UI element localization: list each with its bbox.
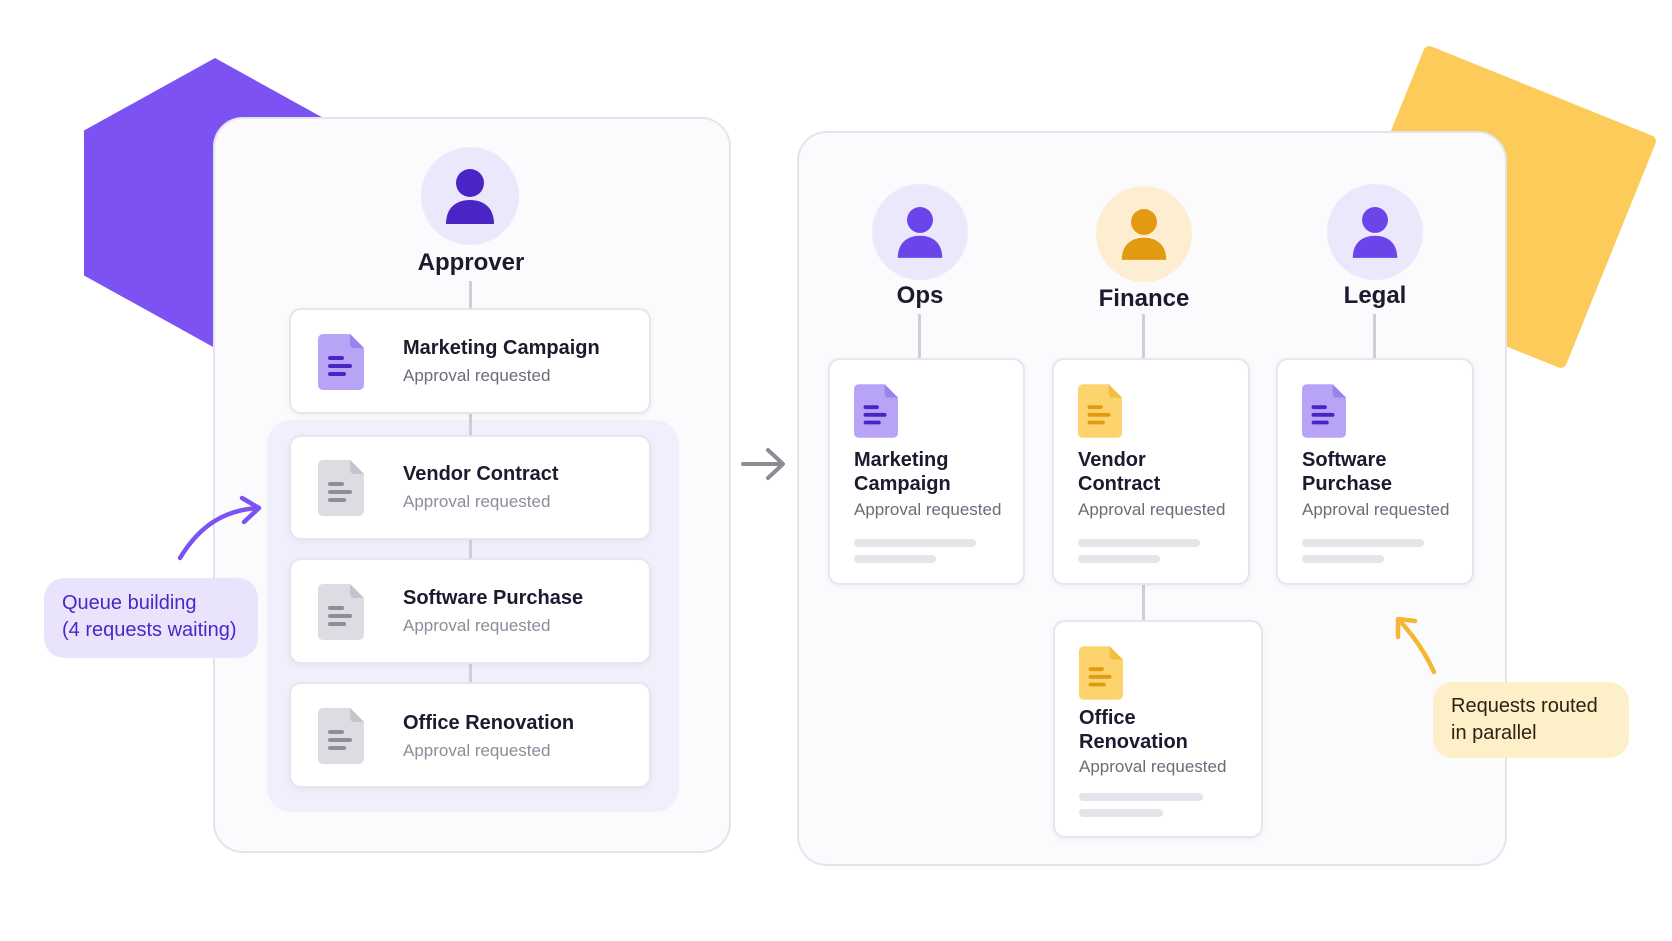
connector-line	[1142, 314, 1145, 359]
queue-card-marketing[interactable]: Marketing Campaign Approval requested	[289, 308, 651, 414]
ops-label: Ops	[896, 282, 944, 309]
approver-label: Approver	[417, 249, 525, 276]
skeleton-line	[854, 539, 976, 547]
document-icon	[854, 384, 898, 438]
document-icon	[1078, 384, 1122, 438]
card-title-line: Vendor	[1078, 449, 1146, 471]
card-title-line: Marketing	[854, 449, 949, 471]
document-icon	[1079, 646, 1123, 700]
person-icon	[1121, 209, 1167, 260]
document-icon	[318, 584, 364, 640]
legal-label: Legal	[1343, 282, 1407, 309]
card-title: Office Renovation	[1079, 706, 1188, 754]
card-status: Approval requested	[403, 741, 551, 760]
connector-line	[1373, 314, 1376, 359]
queue-card-vendor[interactable]: Vendor Contract Approval requested	[289, 435, 651, 540]
card-title: Software Purchase	[403, 587, 584, 609]
card-status: Approval requested	[1078, 500, 1226, 519]
document-icon	[318, 708, 364, 764]
curved-arrow-icon	[177, 495, 262, 561]
card-title: Marketing Campaign	[854, 448, 951, 496]
card-title-line: Office	[1079, 707, 1136, 729]
finance-label: Finance	[1098, 285, 1190, 312]
card-status: Approval requested	[854, 500, 1002, 519]
arrow-right-icon	[741, 448, 785, 480]
card-title: Vendor Contract	[1078, 448, 1160, 496]
routed-card-software[interactable]: Software Purchase Approval requested	[1276, 358, 1474, 585]
callout-line: Queue building	[62, 592, 197, 614]
ops-avatar	[872, 184, 968, 280]
skeleton-line	[1302, 555, 1384, 563]
skeleton-line	[854, 555, 936, 563]
queue-card-office[interactable]: Office Renovation Approval requested	[289, 682, 651, 788]
connector-line	[1142, 584, 1145, 621]
connector-line	[469, 281, 472, 309]
card-title: Software Purchase	[1302, 448, 1392, 496]
callout-line: Requests routed	[1451, 695, 1598, 717]
skeleton-line	[1078, 555, 1160, 563]
person-icon	[1352, 207, 1398, 258]
person-icon	[897, 207, 943, 258]
skeleton-line	[1302, 539, 1424, 547]
skeleton-line	[1078, 539, 1200, 547]
card-title-line: Renovation	[1079, 731, 1188, 753]
card-title-line: Campaign	[854, 473, 951, 495]
card-status: Approval requested	[403, 366, 551, 385]
card-status: Approval requested	[403, 616, 551, 635]
queue-card-software[interactable]: Software Purchase Approval requested	[289, 558, 651, 664]
skeleton-line	[1079, 809, 1163, 817]
person-icon	[446, 169, 494, 224]
document-icon	[318, 460, 364, 516]
connector-line	[469, 539, 472, 559]
routed-card-office[interactable]: Office Renovation Approval requested	[1053, 620, 1263, 838]
card-status: Approval requested	[1302, 500, 1450, 519]
curved-arrow-icon	[1395, 616, 1437, 675]
card-title-line: Contract	[1078, 473, 1161, 495]
card-title-line: Purchase	[1302, 473, 1393, 495]
finance-avatar	[1096, 186, 1192, 282]
skeleton-line	[1079, 793, 1203, 801]
callout-line: in parallel	[1451, 722, 1537, 744]
routed-card-marketing[interactable]: Marketing Campaign Approval requested	[828, 358, 1025, 585]
card-title: Vendor Contract	[403, 463, 559, 485]
parallel-callout: Requests routed in parallel	[1433, 682, 1629, 758]
queue-callout: Queue building (4 requests waiting)	[44, 578, 258, 658]
document-icon	[1302, 384, 1346, 438]
routed-card-vendor[interactable]: Vendor Contract Approval requested	[1052, 358, 1250, 585]
card-status: Approval requested	[403, 492, 551, 511]
card-title: Marketing Campaign	[403, 337, 600, 359]
document-icon	[318, 334, 364, 390]
callout-line: (4 requests waiting)	[62, 619, 237, 641]
approver-avatar	[421, 147, 519, 245]
connector-line	[469, 414, 472, 436]
connector-line	[469, 663, 472, 683]
card-title-line: Software	[1302, 449, 1387, 471]
card-status: Approval requested	[1079, 757, 1227, 776]
card-title: Office Renovation	[403, 712, 575, 734]
connector-line	[918, 314, 921, 359]
legal-avatar	[1327, 184, 1423, 280]
